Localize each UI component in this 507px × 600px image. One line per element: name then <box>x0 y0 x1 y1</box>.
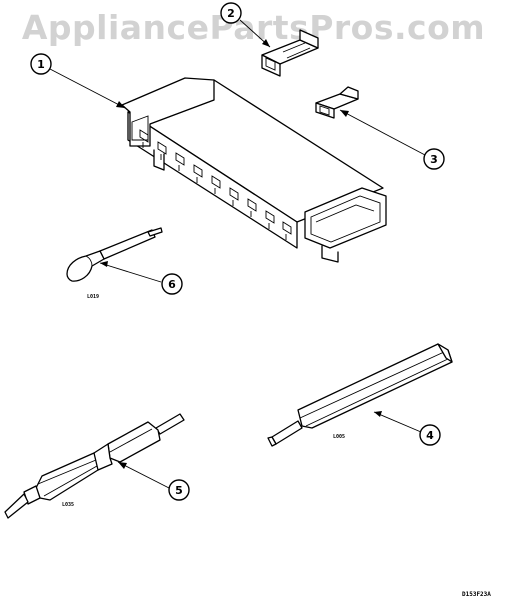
arrow-heads <box>100 39 382 469</box>
connector-housing[interactable] <box>121 77 387 263</box>
insertion-tool[interactable] <box>4 413 185 519</box>
callout-1-label: 1 <box>37 58 45 71</box>
callout-5[interactable]: 5 <box>168 479 190 501</box>
callout-5-label: 5 <box>175 484 183 497</box>
callout-3-label: 3 <box>430 153 438 166</box>
watermark: AppliancePartsPros.com <box>21 8 486 47</box>
callout-2-label: 2 <box>227 7 235 20</box>
callout-6[interactable]: 6 <box>161 273 183 295</box>
part-code-l019: L019 <box>87 294 99 300</box>
callout-4-label: 4 <box>426 429 434 442</box>
extractor-tool-small[interactable] <box>66 227 163 282</box>
callout-3[interactable]: 3 <box>423 148 445 170</box>
part-code-l035: L035 <box>62 502 74 508</box>
terminal-small[interactable] <box>315 86 359 119</box>
callout-2[interactable]: 2 <box>220 2 242 24</box>
pin-tool[interactable] <box>267 343 453 447</box>
part-code-l005: L005 <box>333 434 345 440</box>
terminal-large[interactable] <box>261 29 319 77</box>
callout-4[interactable]: 4 <box>419 424 441 446</box>
diagram-reference-code: D153F23A <box>462 591 491 598</box>
callout-1[interactable]: 1 <box>30 53 52 75</box>
callout-6-label: 6 <box>168 278 176 291</box>
